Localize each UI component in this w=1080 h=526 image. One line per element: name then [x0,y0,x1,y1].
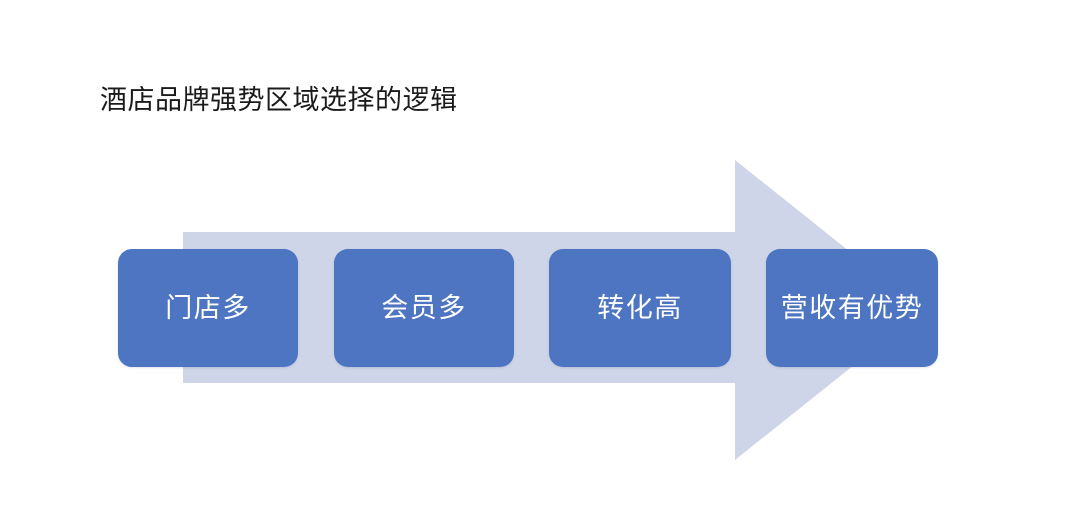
flow-step-box-1[interactable]: 门店多 [118,249,298,367]
flow-step-box-2[interactable]: 会员多 [334,249,514,367]
flow-step-box-3[interactable]: 转化高 [549,249,731,367]
flow-step-label: 转化高 [597,293,683,323]
flow-step-label: 会员多 [381,293,467,323]
page-title: 酒店品牌强势区域选择的逻辑 [100,85,458,115]
flow-step-label: 营收有优势 [780,293,924,323]
flow-step-box-4[interactable]: 营收有优势 [766,249,938,367]
flow-step-label: 门店多 [165,293,251,323]
